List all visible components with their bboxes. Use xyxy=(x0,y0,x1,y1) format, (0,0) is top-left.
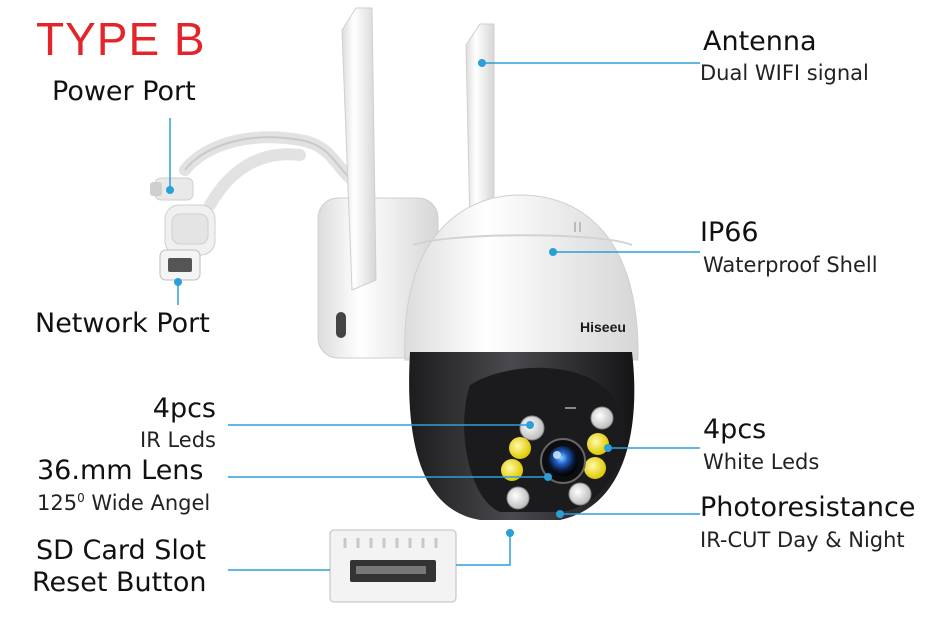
power-port-label: Power Port xyxy=(52,76,196,107)
page-title: TYPE B xyxy=(36,13,206,65)
white-leds-title: 4pcs xyxy=(703,414,767,445)
photoresistance-title: Photoresistance xyxy=(700,492,916,523)
lens-subtitle: 1250 Wide Angel xyxy=(37,491,210,515)
antenna-right xyxy=(465,23,495,226)
ip66-title: IP66 xyxy=(700,217,759,248)
brand-logo: Hiseeu xyxy=(580,319,626,335)
sd-card-inset xyxy=(329,529,457,603)
reset-button-label: Reset Button xyxy=(32,567,207,598)
callout-lines xyxy=(169,62,700,571)
ir-leds-title: 4pcs xyxy=(152,393,216,424)
network-port-label: Network Port xyxy=(35,308,210,339)
antenna-title: Antenna xyxy=(703,26,817,57)
power-cable xyxy=(150,131,356,211)
lens-angle-degree: 0 xyxy=(77,491,85,505)
ip66-subtitle: Waterproof Shell xyxy=(703,253,878,277)
ir-leds-subtitle: IR Leds xyxy=(140,428,216,452)
lens-title: 36.mm Lens xyxy=(37,455,204,486)
callout-dots xyxy=(166,59,612,537)
lens-angle-value: 125 xyxy=(37,491,78,515)
photoresistance-subtitle: IR-CUT Day & Night xyxy=(700,528,905,552)
lens-angle-text: Wide Angel xyxy=(84,491,211,515)
led-array xyxy=(501,406,614,510)
network-plug xyxy=(159,204,216,281)
antenna-subtitle: Dual WIFI signal xyxy=(700,61,869,85)
sd-card-label: SD Card Slot xyxy=(36,535,207,566)
white-dome xyxy=(404,194,639,361)
antenna-left xyxy=(341,7,377,291)
white-leds-subtitle: White Leds xyxy=(703,450,820,474)
